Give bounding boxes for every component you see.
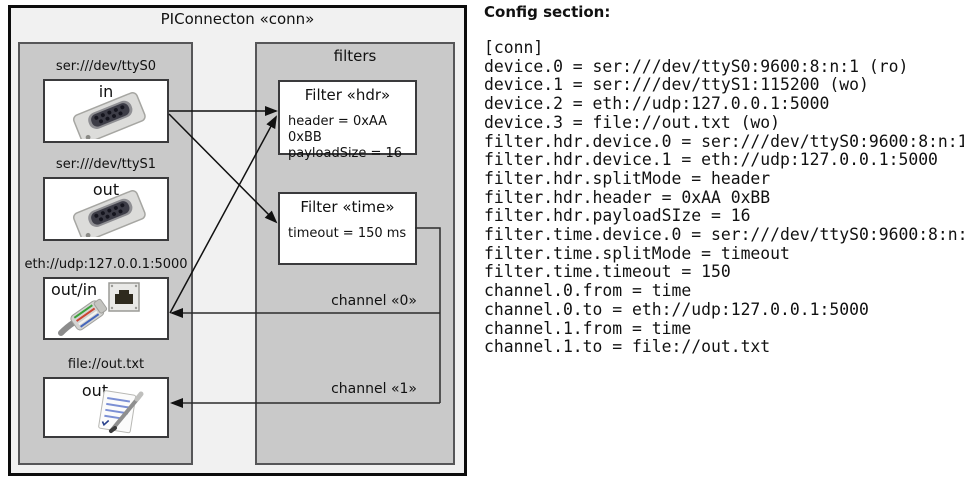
filters-panel-title: filters	[333, 47, 377, 65]
notepad-icon	[93, 387, 149, 439]
device-box-ttys0: in	[43, 79, 169, 144]
channel-0-label: channel «0»	[331, 293, 417, 309]
config-line: channel.1.from = time	[484, 318, 692, 338]
filter-hdr-title: Filter «hdr»	[304, 86, 391, 104]
device-direction: in	[98, 82, 114, 101]
filter-hdr-attr-header: header = 0xAA 0xBB	[288, 114, 388, 145]
config-section: Config section: [conn] device.0 = ser://…	[484, 3, 964, 357]
diagram-title: PIConnecton «conn»	[160, 10, 315, 28]
device-direction: out	[92, 180, 120, 199]
filter-time-attr-timeout: timeout = 150 ms	[288, 226, 407, 241]
device-label-file: file://out.txt	[67, 357, 145, 372]
filter-time-box: Filter «time» timeout = 150 ms	[278, 192, 417, 265]
ethernet-port-icon	[108, 282, 140, 316]
config-line: channel.1.to = file://out.txt	[484, 337, 771, 357]
config-line: device.3 = file://out.txt (wo)	[484, 112, 781, 132]
filter-hdr-box: Filter «hdr» header = 0xAA 0xBB payloadS…	[278, 80, 417, 161]
config-line: channel.0.from = time	[484, 281, 692, 301]
filter-time-title: Filter «time»	[300, 198, 395, 216]
config-line: filter.time.timeout = 150	[484, 262, 731, 282]
config-line: filter.time.splitMode = timeout	[484, 243, 790, 263]
device-label-ttys0: ser:///dev/ttyS0	[55, 59, 157, 74]
config-line: device.0 = ser:///dev/ttyS0:9600:8:n:1 (…	[484, 56, 909, 76]
config-line: [conn]	[484, 38, 544, 57]
config-line: channel.0.to = eth://udp:127.0.0.1:5000	[484, 299, 869, 319]
serial-connector-icon	[61, 185, 157, 242]
config-line: device.1 = ser:///dev/ttyS1:115200 (wo)	[484, 75, 869, 95]
config-heading: Config section:	[484, 3, 611, 21]
config-line: filter.hdr.device.0 = ser:///dev/ttyS0:9…	[484, 131, 964, 151]
config-line: filter.hdr.splitMode = header	[484, 168, 771, 188]
config-line: filter.hdr.device.1 = eth://udp:127.0.0.…	[484, 150, 938, 170]
config-line: filter.time.device.0 = ser:///dev/ttyS0:…	[484, 225, 964, 245]
device-direction: out	[81, 381, 109, 400]
serial-connector-icon	[61, 87, 157, 144]
device-box-ttys1: out	[43, 177, 169, 242]
device-box-file: out	[43, 377, 169, 438]
device-box-eth: out/in	[43, 277, 169, 340]
filter-hdr-attr-payloadsize: payloadSize = 16	[288, 146, 403, 161]
device-label-eth: eth://udp:127.0.0.1:5000	[24, 257, 188, 272]
config-line: filter.hdr.payloadSIze = 16	[484, 206, 751, 226]
connection-diagram: PIConnecton «conn» filters ser:///dev/tt…	[0, 0, 470, 484]
channel-1-label: channel «1»	[331, 381, 417, 397]
rj45-plug-icon	[53, 293, 115, 341]
config-line: filter.hdr.header = 0xAA 0xBB	[484, 187, 771, 207]
config-line: device.2 = eth://udp:127.0.0.1:5000	[484, 94, 830, 114]
device-label-ttys1: ser:///dev/ttyS1	[55, 157, 157, 172]
device-direction: out/in	[51, 280, 98, 299]
